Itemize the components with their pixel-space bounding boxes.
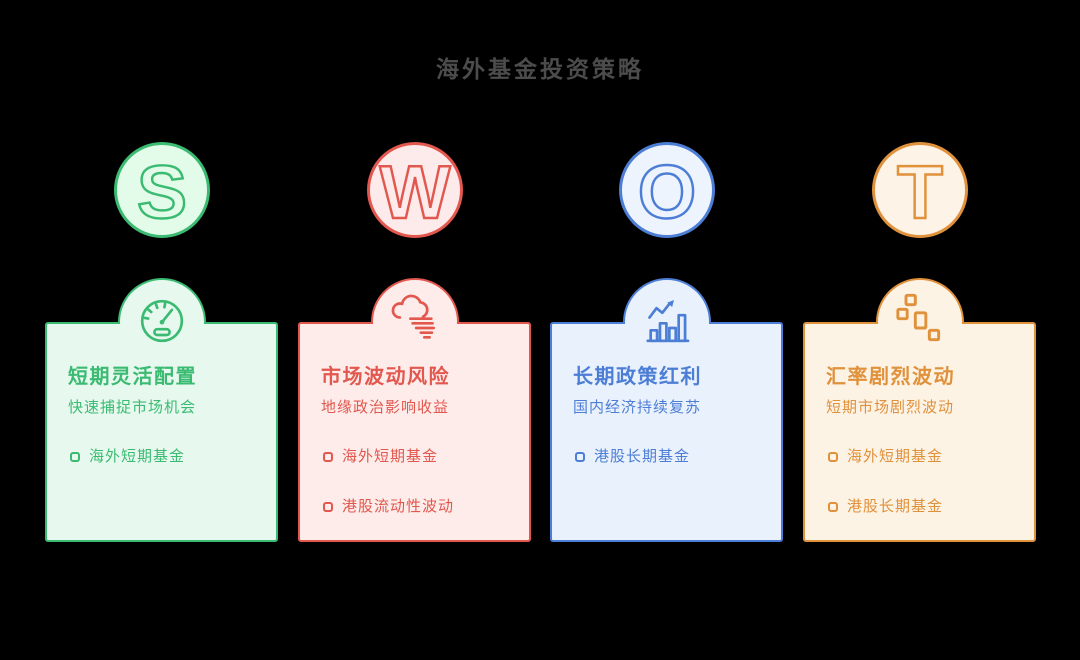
swot-column-opportunities: O 长期政策红利 国内经济持续复苏: [550, 0, 783, 660]
item-bullet: [828, 502, 838, 512]
card-title: 市场波动风险: [321, 366, 450, 388]
svg-text:S: S: [136, 150, 186, 234]
item-label: 港股流动性波动: [342, 498, 455, 515]
swot-column-strengths: S 短期灵活配置 快速捕捉市场机会: [45, 0, 278, 660]
card-title: 长期政策红利: [573, 366, 702, 388]
card-item-list: 海外短期基金 港股流动性波动: [323, 446, 521, 546]
item-label: 海外短期基金: [847, 448, 944, 465]
card-item-list: 港股长期基金: [575, 446, 773, 496]
card-subtitle: 国内经济持续复苏: [573, 399, 702, 416]
list-item: 港股长期基金: [828, 496, 1026, 518]
letter-w-outline: W: [378, 149, 451, 235]
list-item: 港股流动性波动: [323, 496, 521, 518]
list-item: 海外短期基金: [323, 446, 521, 468]
letter-badge-w: W: [366, 142, 463, 238]
card-subtitle: 地缘政治影响收益: [321, 399, 450, 416]
item-label: 港股长期基金: [594, 448, 691, 465]
letter-badge-s: S: [113, 142, 210, 238]
letter-o-outline: O: [636, 149, 697, 235]
page-title: 海外基金投资策略: [436, 56, 644, 82]
card-title: 汇率剧烈波动: [826, 366, 955, 388]
item-bullet: [575, 452, 585, 462]
bar-chart-growth-icon: [639, 293, 695, 349]
swot-column-weaknesses: W 市场波动风险 地缘政治影响收益 海外短期: [298, 0, 531, 660]
swot-column-threats: T 汇率剧烈波动 短期市场剧烈波动 海外短期基金: [803, 0, 1036, 660]
list-item: 海外短期基金: [70, 446, 268, 468]
wind-cloud-icon: [387, 293, 443, 349]
bump-cover: [115, 324, 208, 368]
item-label: 海外短期基金: [342, 448, 439, 465]
item-bullet: [70, 452, 80, 462]
list-item: 港股长期基金: [575, 446, 773, 468]
item-label: 港股长期基金: [847, 498, 944, 515]
candlestick-icon: [892, 293, 948, 349]
card-strengths: 短期灵活配置 快速捕捉市场机会 海外短期基金: [45, 278, 278, 542]
item-label: 海外短期基金: [89, 448, 186, 465]
card-opportunities: 长期政策红利 国内经济持续复苏 港股长期基金: [550, 278, 783, 542]
svg-text:W: W: [379, 150, 450, 234]
list-item: 海外短期基金: [828, 446, 1026, 468]
card-weaknesses: 市场波动风险 地缘政治影响收益 海外短期基金 港股流动性波动: [298, 278, 531, 542]
card-threats: 汇率剧烈波动 短期市场剧烈波动 海外短期基金 港股长期基金: [803, 278, 1036, 542]
card-item-list: 海外短期基金: [70, 446, 268, 496]
card-subtitle: 短期市场剧烈波动: [826, 399, 955, 416]
card-item-list: 海外短期基金 港股长期基金: [828, 446, 1026, 546]
letter-t-outline: T: [895, 149, 943, 235]
item-bullet: [323, 452, 333, 462]
svg-text:T: T: [897, 150, 943, 234]
item-bullet: [828, 452, 838, 462]
letter-badge-t: T: [871, 142, 968, 238]
letter-s-outline: S: [135, 149, 187, 235]
card-title: 短期灵活配置: [68, 366, 197, 388]
item-bullet: [323, 502, 333, 512]
card-subtitle: 快速捕捉市场机会: [68, 399, 197, 416]
gauge-icon: [134, 293, 190, 349]
bump-cover: [873, 324, 966, 368]
letter-badge-o: O: [618, 142, 715, 238]
bump-cover: [368, 324, 461, 368]
svg-text:O: O: [637, 150, 695, 234]
